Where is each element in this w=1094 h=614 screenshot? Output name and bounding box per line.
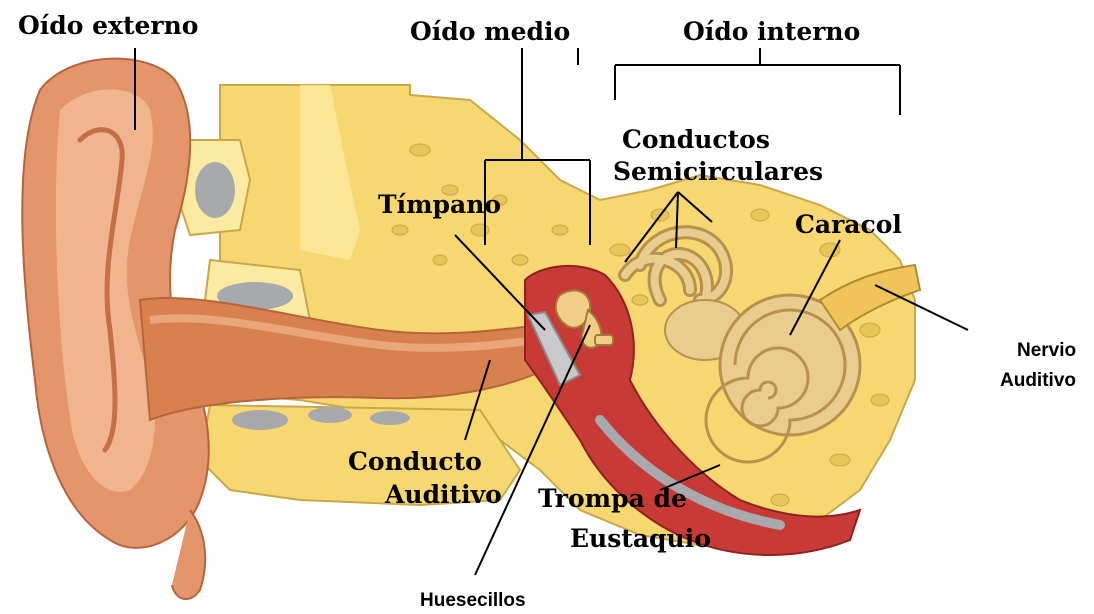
label-huesecillos: Huesecillos <box>420 590 526 611</box>
label-nervio-auditivo: Auditivo <box>1000 370 1076 391</box>
label-oido-medio: Oído medio <box>410 17 570 46</box>
label-conductos: Conductos <box>622 125 770 154</box>
label-timpano: Tímpano <box>378 190 501 219</box>
label-eustaquio: Eustaquio <box>570 524 711 553</box>
label-oido-interno: Oído interno <box>683 17 860 46</box>
label-conducto: Conducto <box>348 447 482 476</box>
label-conducto-auditivo: Auditivo <box>384 480 502 509</box>
label-semicirculares: Semicirculares <box>613 157 823 186</box>
label-nervio: Nervio <box>1017 340 1076 361</box>
label-trompa: Trompa de <box>538 484 687 513</box>
label-caracol: Caracol <box>795 210 902 239</box>
bracket-oido-interno <box>578 48 900 115</box>
label-oido-externo: Oído externo <box>18 11 198 40</box>
